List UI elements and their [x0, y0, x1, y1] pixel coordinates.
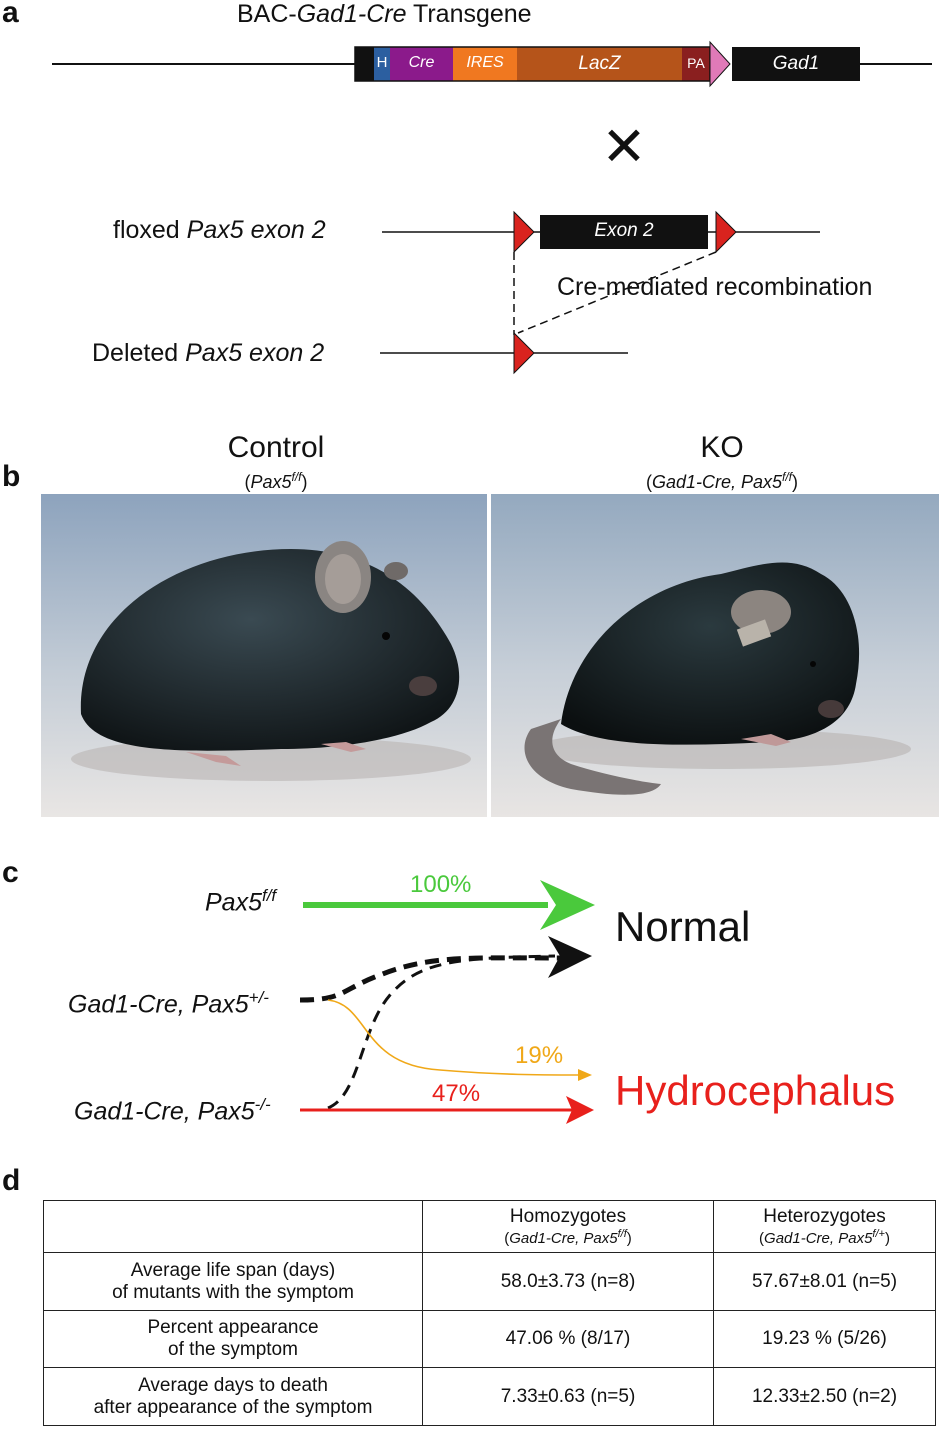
control-title: Control: [227, 431, 325, 464]
panel-c-flow-diagram: [299, 880, 595, 1124]
ko-mouse-photo: [491, 494, 939, 817]
loxp-left-icon: [513, 210, 535, 254]
ko-tail: [524, 719, 661, 795]
panel-d-letter: d: [2, 1164, 21, 1197]
arrow-hom-to-normal: [327, 954, 556, 1110]
pct-normal: 100%: [410, 871, 472, 898]
segment-pa-label: PA: [687, 55, 705, 71]
segment-gad1: [732, 47, 860, 81]
segment-h-label: H: [376, 54, 388, 71]
row-label: Average life span (days)of mutants with …: [43, 1252, 423, 1311]
segment-ires: [453, 47, 517, 81]
table-row: Average life span (days)of mutants with …: [43, 1252, 936, 1311]
arrow-head-orange-icon: [578, 1069, 592, 1081]
ko-ear: [731, 590, 791, 634]
arrow-het-to-hydro: [327, 999, 581, 1076]
outcome-hydrocephalus: Hydrocephalus: [615, 1067, 896, 1114]
cell-het: 57.67±8.01 (n=5): [713, 1252, 936, 1311]
pct-het: 19%: [515, 1042, 564, 1069]
segment-cre: [390, 47, 453, 81]
header-het-sub: (Gad1-Cre, Pax5f/+): [759, 1228, 890, 1247]
arrow-head-black-icon: [548, 936, 592, 978]
loxp-deleted-icon: [513, 331, 535, 375]
arrow-head-red-icon: [566, 1096, 594, 1124]
control-genotype: (Pax5f/f): [244, 470, 308, 492]
cell-het: 12.33±2.50 (n=2): [713, 1367, 936, 1426]
promoter-arrow-icon: [709, 40, 731, 88]
transgene-title: BAC-Gad1-Cre Transgene: [237, 0, 532, 29]
segment-pa: [682, 47, 710, 81]
header-empty-cell: [43, 1200, 423, 1253]
control-paw: [186, 752, 241, 766]
recomb-dash-right: [517, 251, 717, 334]
floxed-label: floxed Pax5 exon 2: [113, 216, 326, 244]
header-homo-sub: (Gad1-Cre, Pax5f/f): [504, 1228, 632, 1247]
cell-het: 19.23 % (5/26): [713, 1310, 936, 1368]
segment-lacz: [517, 47, 682, 81]
ko-title: KO: [700, 431, 744, 464]
arrow-het-to-normal: [299, 955, 561, 1003]
cell-homo: 7.33±0.63 (n=5): [422, 1367, 714, 1426]
segment-cre-label: Cre: [408, 54, 435, 71]
segment-h: [374, 47, 390, 81]
ko-ear-tag: [736, 619, 772, 647]
control-mouse-photo: [41, 494, 487, 817]
panel-a-letter: a: [2, 0, 19, 29]
pct-hom: 47%: [432, 1080, 481, 1107]
summary-table: Homozygotes (Gad1-Cre, Pax5f/f) Heterozy…: [43, 1200, 936, 1426]
panel-a-diagram: [52, 40, 932, 375]
segment-lacz-label: LacZ: [578, 53, 621, 74]
title-italic: Gad1-Cre: [296, 0, 407, 28]
header-heterozygotes: Heterozygotes (Gad1-Cre, Pax5f/+): [713, 1200, 936, 1253]
cross-icon: ✕: [601, 117, 647, 177]
exon2-box: [540, 215, 708, 249]
arrow-head-green-icon: [540, 880, 595, 930]
title-suffix: Transgene: [406, 0, 532, 28]
segment-black-start: [355, 47, 374, 81]
panel-b-letter: b: [2, 460, 21, 493]
table-header-row: Homozygotes (Gad1-Cre, Pax5f/f) Heterozy…: [43, 1200, 936, 1253]
segment-gad1-label: Gad1: [772, 53, 820, 74]
segment-ires-label: IRES: [466, 54, 504, 71]
genotype-row1: Pax5f/f: [205, 886, 277, 917]
header-het-label: Heterozygotes: [763, 1206, 886, 1227]
panel-c-letter: c: [2, 856, 19, 889]
cell-homo: 58.0±3.73 (n=8): [422, 1252, 714, 1311]
genotype-row3: Gad1-Cre, Pax5-/-: [74, 1095, 271, 1126]
loxp-right-icon: [715, 210, 737, 254]
recombination-label: Cre-mediated recombination: [557, 273, 873, 301]
genotype-row2: Gad1-Cre, Pax5+/-: [68, 988, 269, 1019]
title-prefix: BAC-: [237, 0, 297, 28]
ko-genotype: (Gad1-Cre, Pax5f/f): [645, 470, 799, 492]
cell-homo: 47.06 % (8/17): [422, 1310, 714, 1368]
header-homo-label: Homozygotes: [509, 1206, 627, 1227]
outcome-normal: Normal: [615, 903, 751, 950]
deleted-label: Deleted Pax5 exon 2: [92, 339, 325, 367]
header-homozygotes: Homozygotes (Gad1-Cre, Pax5f/f): [422, 1200, 714, 1253]
exon2-label: Exon 2: [594, 220, 654, 241]
